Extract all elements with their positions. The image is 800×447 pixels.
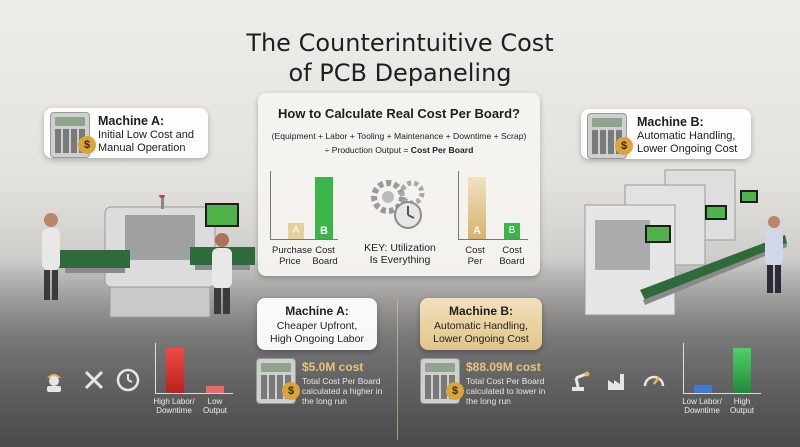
formula-heading: How to Calculate Real Cost Per Board? bbox=[278, 106, 520, 121]
chart-b-axis-x bbox=[683, 393, 761, 394]
clock-icon bbox=[116, 368, 140, 392]
machine-a-bottom-title: Machine A: bbox=[285, 304, 349, 318]
cost-formula-card: How to Calculate Real Cost Per Board? (E… bbox=[258, 93, 540, 276]
worker-b bbox=[764, 215, 784, 293]
left-bar-b: B bbox=[315, 177, 333, 239]
machine-a-bottom-card: Machine A: Cheaper Upfront, High Ongoing… bbox=[257, 298, 377, 350]
machine-b-illustration bbox=[565, 165, 790, 340]
factory-icon bbox=[606, 368, 630, 392]
chart-a-axis-x bbox=[155, 393, 233, 394]
gauge-icon-svg bbox=[643, 375, 665, 387]
chart-a-bar-red bbox=[166, 348, 184, 393]
worker-b-svg bbox=[765, 216, 783, 293]
machine-b-bottom-card: Machine B: Automatic Handling, Lower Ong… bbox=[420, 298, 542, 350]
right-bar-b: B bbox=[504, 223, 520, 239]
money-bag-icon: $ bbox=[615, 137, 633, 155]
money-bag-icon: $ bbox=[78, 136, 96, 154]
right-axis-y bbox=[458, 171, 459, 239]
worker-right-svg bbox=[212, 233, 232, 314]
gears-svg bbox=[371, 180, 425, 229]
formula-line1: (Equipment + Labor + Tooling + Maintenan… bbox=[271, 131, 527, 141]
machine-a-top-line1: Initial Low Cost and bbox=[98, 129, 194, 141]
machine-b-top-line1: Automatic Handling, bbox=[637, 130, 736, 142]
center-divider bbox=[397, 300, 398, 440]
machine-b-top-line2: Lower Ongoing Cost bbox=[637, 143, 738, 155]
left-axis-x bbox=[270, 239, 338, 240]
chart-a-bar-red-small bbox=[206, 386, 224, 393]
cost-b-money-bag-icon: $ bbox=[446, 382, 464, 400]
chart-a-axis-y bbox=[155, 343, 156, 393]
robot-arm-icon-svg bbox=[572, 371, 590, 391]
worker-icon bbox=[42, 368, 66, 392]
cost-b-calculator-icon bbox=[420, 358, 460, 404]
right-axis-x bbox=[458, 239, 528, 240]
factory-icon-svg bbox=[608, 374, 624, 390]
machine-b-svg bbox=[584, 169, 787, 316]
tools-icon-svg bbox=[84, 370, 104, 390]
worker-icon-svg bbox=[47, 374, 61, 392]
clock-icon-svg bbox=[116, 368, 140, 392]
robot-arm-icon bbox=[568, 368, 592, 392]
chart-b-label-1: Low Labor/Downtime bbox=[682, 397, 722, 415]
machine-a-top-card: $ Machine A: Initial Low Cost and Manual… bbox=[44, 108, 208, 158]
machine-a-bottom-line2: High Ongoing Labor bbox=[270, 333, 364, 345]
machine-a-bottom-line1: Cheaper Upfront, bbox=[276, 320, 358, 332]
worker-left-svg bbox=[42, 213, 60, 300]
gears-clock-icon bbox=[366, 175, 436, 235]
chart-b-axis-y bbox=[683, 343, 684, 393]
cost-a-value: $5.0M cost bbox=[302, 360, 364, 374]
machine-b-bottom-title: Machine B: bbox=[448, 304, 513, 318]
machine-b-bottom-line1: Automatic Handling, bbox=[434, 320, 528, 332]
machine-b-top-title: Machine B: bbox=[637, 115, 704, 129]
worker-left bbox=[40, 212, 62, 302]
cost-a-money-bag-icon: $ bbox=[282, 382, 300, 400]
chart-a-label-1: High Labor/Downtime bbox=[153, 397, 195, 415]
right-bar-a: A bbox=[468, 177, 486, 239]
left-axis-y bbox=[270, 171, 271, 239]
gauge-icon bbox=[642, 368, 666, 392]
machine-a-top-line2: Manual Operation bbox=[98, 142, 186, 154]
machine-b-top-card: $ Machine B: Automatic Handling, Lower O… bbox=[581, 109, 751, 159]
worker-right bbox=[210, 232, 234, 314]
page-title: The Counterintuitive Cost of PCB Depanel… bbox=[246, 29, 554, 87]
cost-b-value: $88.09M cost bbox=[466, 360, 541, 374]
tools-icon bbox=[82, 368, 106, 392]
machine-b-bottom-line2: Lower Ongoing Cost bbox=[433, 333, 529, 345]
chart-b-bar-green bbox=[733, 348, 751, 393]
machine-a-top-title: Machine A: bbox=[98, 114, 165, 128]
chart-b-bar-blue bbox=[694, 385, 712, 393]
left-bar-a: A bbox=[288, 223, 304, 239]
formula-line2: ÷ Production Output = Cost Per Board bbox=[324, 145, 474, 155]
